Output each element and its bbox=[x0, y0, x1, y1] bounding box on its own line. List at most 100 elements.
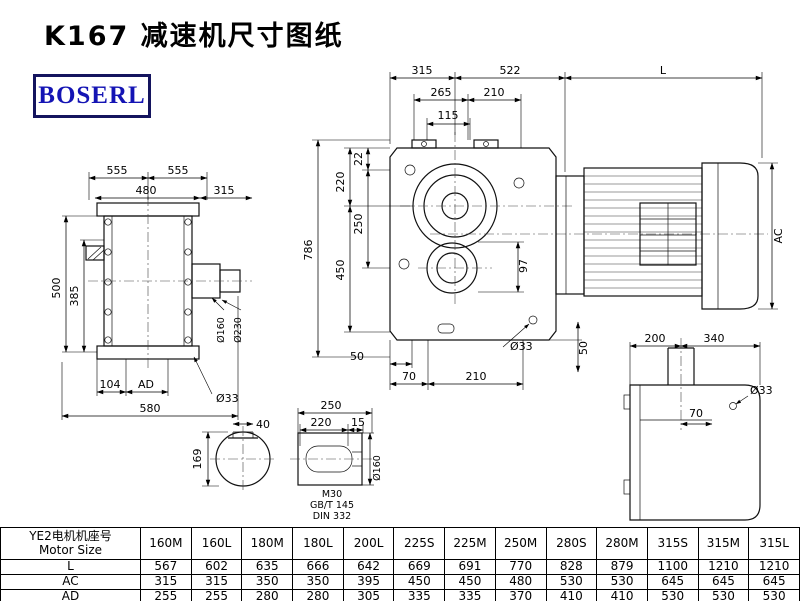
dim-522: 522 bbox=[500, 64, 521, 77]
dim-340: 340 bbox=[704, 332, 725, 345]
col-header: 315L bbox=[748, 527, 800, 560]
page-title: K167 减速机尺寸图纸 bbox=[44, 21, 344, 52]
dim-169: 169 bbox=[191, 449, 204, 470]
col-header: 315S bbox=[646, 527, 699, 560]
dim-115: 115 bbox=[438, 109, 459, 122]
table-cell: 602 bbox=[190, 559, 243, 575]
col-header: 160L bbox=[190, 527, 243, 560]
label-din332: DIN 332 bbox=[313, 511, 351, 522]
label-m30: M30 bbox=[322, 489, 342, 500]
table-cell: 315 bbox=[190, 573, 243, 590]
dim-265: 265 bbox=[431, 86, 452, 99]
motor-size-header-en: Motor Size bbox=[38, 542, 103, 557]
dim-40: 40 bbox=[256, 418, 270, 431]
table-cell: 280 bbox=[241, 588, 294, 601]
table-cell: 450 bbox=[393, 573, 446, 590]
shaft-section-view: 40 169 bbox=[191, 418, 276, 492]
table-cell: 395 bbox=[342, 573, 395, 590]
table-cell: 450 bbox=[444, 573, 496, 590]
motor-size-table: YE2电机机座号 Motor Size 160M 160L 180M 180L … bbox=[0, 527, 800, 601]
motor-size-header-cn: YE2电机机座号 bbox=[29, 528, 112, 543]
label-gbt145: GB/T 145 bbox=[310, 500, 354, 511]
dim-480: 480 bbox=[136, 184, 157, 197]
dim-70: 70 bbox=[402, 370, 416, 383]
col-header: 200L bbox=[342, 527, 395, 560]
left-view: 555 555 480 315 385 500 104 AD bbox=[50, 164, 253, 420]
boserl-logo-text: BOSERL bbox=[38, 82, 146, 109]
table-cell: 828 bbox=[545, 559, 598, 575]
table-cell: 255 bbox=[190, 588, 243, 601]
dim-AD: AD bbox=[138, 378, 154, 391]
table-cell: 642 bbox=[342, 559, 395, 575]
dim-L: L bbox=[660, 64, 667, 77]
col-header: 225S bbox=[393, 527, 446, 560]
table-cell: 1210 bbox=[697, 559, 750, 575]
dim-97: 97 bbox=[517, 259, 530, 273]
table-cell: 480 bbox=[494, 573, 547, 590]
table-cell: 1210 bbox=[748, 559, 800, 575]
dim-555-left: 555 bbox=[107, 164, 128, 177]
dim-d33-main: Ø33 bbox=[510, 340, 533, 353]
dim-450: 450 bbox=[334, 260, 347, 281]
col-header: 250M bbox=[494, 527, 547, 560]
dim-315-top: 315 bbox=[412, 64, 433, 77]
table-cell: 350 bbox=[292, 573, 344, 590]
dim-580: 580 bbox=[140, 402, 161, 415]
dim-200: 200 bbox=[645, 332, 666, 345]
dim-d33-right: Ø33 bbox=[750, 384, 773, 397]
boserl-logo: BOSERL bbox=[33, 74, 151, 118]
table-cell: 530 bbox=[545, 573, 598, 590]
dim-50-right: 50 bbox=[577, 341, 590, 355]
dim-d160-left: Ø160 bbox=[216, 317, 227, 343]
table-row-AC: AC 315 315 350 350 395 450 450 480 530 5… bbox=[0, 573, 800, 590]
dim-385: 385 bbox=[68, 286, 81, 307]
col-header: 180M bbox=[241, 527, 294, 560]
table-cell: 530 bbox=[748, 588, 800, 601]
table-row-L: L 567 602 635 666 642 669 691 770 828 87… bbox=[0, 559, 800, 575]
table-cell: 530 bbox=[697, 588, 750, 601]
col-header: 160M bbox=[140, 527, 192, 560]
col-header: 280M bbox=[596, 527, 648, 560]
dim-220-shaft: 220 bbox=[311, 416, 332, 429]
dim-315-left: 315 bbox=[214, 184, 235, 197]
col-header: 280S bbox=[545, 527, 598, 560]
dim-210-top: 210 bbox=[484, 86, 505, 99]
table-cell: 410 bbox=[545, 588, 598, 601]
table-cell: 645 bbox=[646, 573, 699, 590]
motor-view: AC bbox=[555, 162, 785, 310]
col-header: 315M bbox=[697, 527, 750, 560]
table-cell: 255 bbox=[140, 588, 192, 601]
col-header: 225M bbox=[444, 527, 496, 560]
table-cell: 530 bbox=[646, 588, 699, 601]
table-cell: 335 bbox=[393, 588, 446, 601]
table-row-AD: AD 255 255 280 280 305 335 335 370 410 4… bbox=[0, 588, 800, 601]
dim-d33-left: Ø33 bbox=[216, 392, 239, 405]
row-label: L bbox=[0, 559, 141, 575]
technical-drawing: 315 522 L 265 210 115 22 250 bbox=[50, 64, 785, 522]
table-header-row: YE2电机机座号 Motor Size 160M 160L 180M 180L … bbox=[0, 527, 800, 560]
dim-786: 786 bbox=[302, 240, 315, 261]
table-cell: 350 bbox=[241, 573, 294, 590]
table-cell: 567 bbox=[140, 559, 192, 575]
motor-size-header-cell: YE2电机机座号 Motor Size bbox=[0, 527, 141, 560]
dim-104: 104 bbox=[100, 378, 121, 391]
table-cell: 410 bbox=[596, 588, 648, 601]
table-cell: 315 bbox=[140, 573, 192, 590]
dim-d230: Ø230 bbox=[233, 317, 244, 343]
shaft-side-view: 250 220 15 M30 GB/T 145 DIN 332 Ø160 bbox=[290, 399, 383, 522]
dim-50-bottom: 50 bbox=[350, 350, 364, 363]
dim-220: 220 bbox=[334, 172, 347, 193]
table-cell: 770 bbox=[494, 559, 547, 575]
table-cell: 370 bbox=[494, 588, 547, 601]
table-cell: 280 bbox=[292, 588, 344, 601]
table-cell: 645 bbox=[748, 573, 800, 590]
table-cell: 666 bbox=[292, 559, 344, 575]
dim-500: 500 bbox=[50, 278, 63, 299]
table-cell: 305 bbox=[342, 588, 395, 601]
table-cell: 335 bbox=[444, 588, 496, 601]
main-view: 315 522 L 265 210 115 22 250 bbox=[302, 64, 768, 390]
dim-AC: AC bbox=[772, 228, 785, 243]
dim-22: 22 bbox=[352, 152, 365, 166]
dim-250-vert: 250 bbox=[352, 214, 365, 235]
